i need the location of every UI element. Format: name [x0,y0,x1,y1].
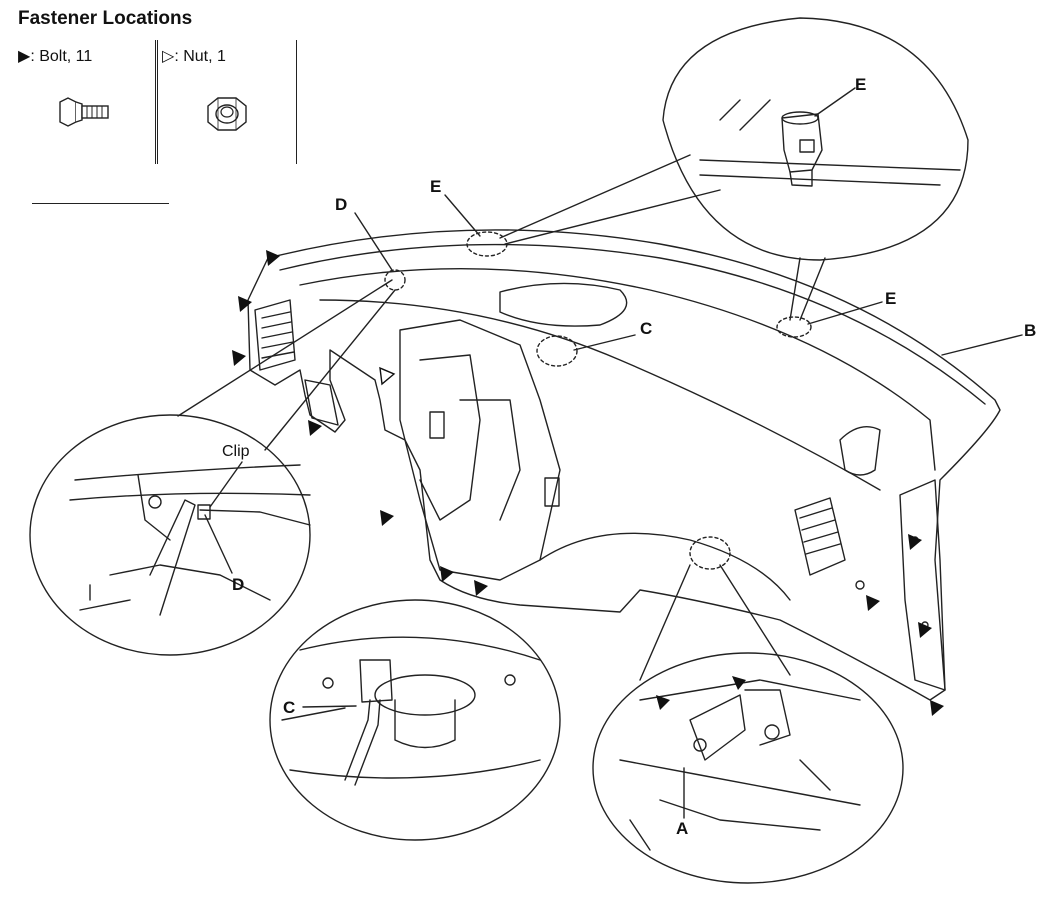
bolt-marker [474,580,488,596]
legend-nut-panel: ▷: Nut, 1 [157,40,297,164]
bolt-icon [59,97,109,127]
nut-marker [379,366,396,386]
legend-bolt-label: ▶: Bolt, 11 [18,48,93,65]
crash-pad [247,229,1001,701]
bolt-marker [440,566,454,582]
callout-d-top: D [335,195,347,214]
diagram-title: Fastener Locations [18,8,193,29]
callout-a-detail: A [676,819,688,838]
nut-icon [207,97,247,131]
detail-d-zoom [29,279,396,656]
callout-c-detail: C [283,698,295,717]
detail-e-zoom [499,17,969,321]
nut-symbol: ▷ [162,48,175,65]
bolt-markers [232,250,944,716]
detail-a-zoom [592,564,904,884]
detail-c-zoom [269,599,561,841]
bolt-marker-detail [656,695,670,710]
bolt-marker [866,595,880,611]
callout-d-detail: D [232,575,244,594]
bolt-marker [232,350,246,366]
bolt-marker [908,534,922,550]
bolt-marker [266,250,280,266]
bolt-symbol: ▶ [18,48,31,65]
bolt-marker [918,622,932,638]
bolt-marker [930,700,944,716]
legend-nut-label: ▷: Nut, 1 [162,48,226,65]
callout-e-top: E [430,177,441,196]
callout-clip: Clip [222,443,250,460]
bolt-marker-detail [732,676,746,690]
callout-e-right: E [885,289,896,308]
callout-c-top: C [640,319,652,338]
bolt-marker [308,420,322,436]
callout-e-detail: E [855,75,866,94]
legend-bolt-panel: ▶: Bolt, 11 [16,40,169,204]
bolt-marker [238,296,252,312]
callout-b: B [1024,321,1036,340]
bolt-marker [380,510,394,526]
